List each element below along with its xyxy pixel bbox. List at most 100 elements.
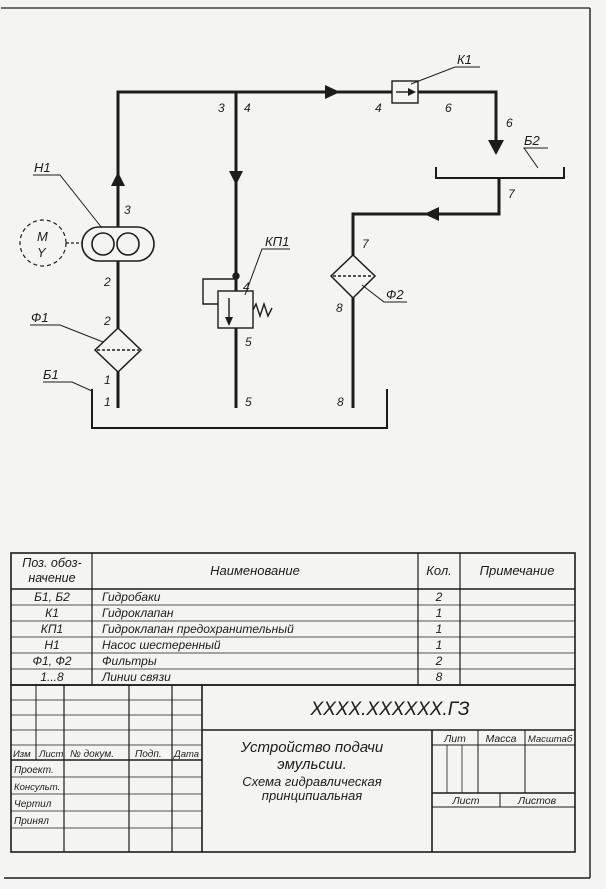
port-8-filter: 8 [336,301,343,315]
line-k1-outlet [418,90,498,142]
leader-lines [30,66,548,392]
col-doc: № докум. [70,749,114,760]
table-row: КП1 Гидроклапан предохранительный 1 [41,622,443,636]
label-sheet: Лист [451,795,479,807]
component-labels: Н1 М Y Ф1 Б1 КП1 К1 Б2 Ф2 [31,52,540,382]
label-kp1: КП1 [265,234,289,249]
port-3-pump: 3 [124,203,131,217]
leader-kp1 [244,248,290,296]
row-name: Гидробаки [102,590,161,604]
port-1-filter: 1 [104,373,111,387]
label-lit: Лит [443,733,466,745]
row-name: Насос шестеренный [102,638,221,652]
row-qty: 2 [435,590,443,604]
leader-b2 [523,147,548,169]
filter-f2 [329,253,377,300]
label-f2: Ф2 [386,287,404,302]
label-f1: Ф1 [31,310,49,325]
col-izm: Изм [13,749,31,760]
hydraulic-scheme [19,66,565,429]
port-3-top: 3 [218,101,225,115]
port-2-pump: 2 [103,275,111,289]
port-7-filter: 7 [362,237,370,251]
port-numbers: 3 4 4 6 6 3 2 2 1 1 4 5 5 7 7 8 8 [103,101,516,409]
row-name: Фильтры [102,654,157,668]
valve-body [217,290,254,329]
label-k1: К1 [457,52,472,67]
valve-junction-dot [232,272,240,280]
role-approved: Принял [14,816,49,827]
port-1-tank: 1 [104,395,111,409]
spec-table: Поз. обоз- начение Наименование Кол. При… [10,552,576,686]
document-code: ХХХХ.ХХХХХХ.ГЗ [309,699,469,720]
pump-body [81,226,155,262]
title-line-2: эмульсии. [277,756,347,773]
port-5-tank: 5 [245,395,252,409]
pump-gear-right [116,232,140,256]
header-qty: Кол. [426,563,452,578]
tank-b1 [91,389,388,429]
flow-arrow-right [325,85,340,99]
flow-arrows [111,85,504,221]
sheet-frame [1,7,591,879]
table-row: 1...8 Линии связи 8 [40,670,442,684]
row-pos: КП1 [41,622,63,636]
row-pos: Б1, Б2 [34,590,70,604]
line-pump-discharge [116,90,392,408]
col-list: Лист [38,749,64,760]
title-line-1: Устройство подачи [240,739,384,756]
col-data: Дата [173,749,199,760]
leader-f1 [30,324,104,343]
header-pos-line2: начение [28,571,75,585]
pipelines [116,90,501,408]
valve-pilot-line [202,278,236,305]
row-qty: 1 [436,638,443,652]
label-b2: Б2 [524,133,540,148]
row-pos: Н1 [44,638,59,652]
flow-arrow-left [424,207,439,221]
role-drawn: Чертил [14,799,52,810]
valve-k1-arrow-head [408,88,416,96]
valve-k1 [391,80,419,104]
row-name: Линии связи [101,670,171,684]
port-6-k1: 6 [445,101,452,115]
leader-b1 [43,381,93,392]
title-line-4: принципиальная [262,788,362,803]
title-line-3: Схема гидравлическая [242,774,381,789]
role-project: Проект. [14,765,54,776]
row-pos: Ф1, Ф2 [32,654,71,668]
leader-h1 [33,174,103,229]
port-7-b2: 7 [508,187,516,201]
table-row: К1 Гидроклапан 1 [45,606,442,620]
port-5-valve: 5 [245,335,252,349]
port-4-top: 4 [244,101,251,115]
row-qty: 1 [436,622,443,636]
relief-valve-kp1 [202,272,273,329]
row-qty: 2 [435,654,443,668]
row-pos: К1 [45,606,59,620]
motor-m [19,219,82,267]
port-6-down: 6 [506,116,513,130]
header-note: Примечание [480,563,555,578]
tank-b2 [435,167,565,179]
col-podp: Подп. [135,749,162,760]
pump-h1 [81,226,155,262]
pump-gear-left [91,232,115,256]
leader-k1 [410,66,480,85]
header-pos-line1: Поз. обоз- [22,556,81,570]
label-massa: Масса [485,733,516,745]
label-masshtab: Масштаб [528,734,573,745]
table-row: Н1 Насос шестеренный 1 [44,638,442,652]
filter-f1 [93,326,143,374]
port-8-tank: 8 [337,395,344,409]
label-motor-m: М [37,229,48,244]
table-row: Б1, Б2 Гидробаки 2 [34,590,442,604]
label-h1: Н1 [34,160,51,175]
row-name: Гидроклапан [102,606,174,620]
port-2-filter: 2 [103,314,111,328]
port-4-k1: 4 [375,101,382,115]
header-name: Наименование [210,563,300,578]
row-qty: 8 [436,670,443,684]
table-row: Ф1, Ф2 Фильтры 2 [32,654,442,668]
